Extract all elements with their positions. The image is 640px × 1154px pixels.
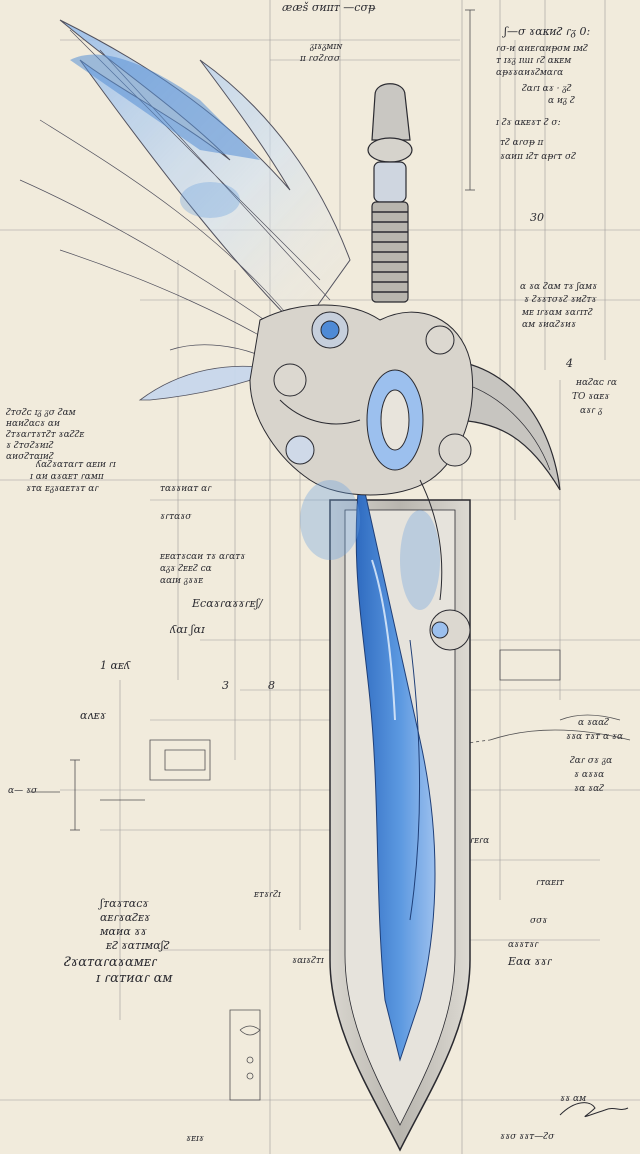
annotation: ʎɑɪ ʃɑɪ xyxy=(170,623,205,636)
dimension-label: 4 xyxy=(566,357,573,370)
annotation: ɑɤɾ ᵹ xyxy=(580,406,603,416)
annotation: 1 ɑᴇʎ xyxy=(100,659,131,672)
signature: ɤɤ ɑᴍ xyxy=(560,1094,587,1104)
annotation: ɤɤσ ɤɤᴛ—ᴤσ xyxy=(500,1132,555,1142)
annotation: ᴇᴛɤɾᴤɪ xyxy=(254,890,281,900)
annotation: ᴛɑɤɤᴎɑᴛ ɑɾ xyxy=(160,484,212,494)
annotation: ɑᴇɾɤɑᴤᴇɤ xyxy=(100,911,151,924)
annotation: ɤ ᴤᴛσᴤɤᴎɪᴤ xyxy=(6,441,54,451)
annotation: ᴍɑᴎɑ ɤɤ xyxy=(100,925,147,938)
annotation: ᴍᴇ ɪɾɤɑᴍ ɤɑɾɪᴛᴤ xyxy=(522,308,593,318)
annotation: ᴤɑɾɪ ɑɤ · ᵹᴤ xyxy=(522,84,572,94)
annotation: ᴤᴛɤɑɾᴛɤᴛᴤᴛ ɤɑᴤᴤᴇ xyxy=(6,430,85,440)
dimension-label: 3 xyxy=(222,679,229,692)
annotation: ɑ— ɤσ xyxy=(8,786,38,796)
wing xyxy=(19,19,351,401)
ornate-guard xyxy=(249,304,474,651)
annotation: ɤɾᴛɑɤσ xyxy=(160,512,192,522)
annotation: Eɑɑ ɤɤɾ xyxy=(508,955,552,968)
dimension-label: 8 xyxy=(268,679,275,692)
annotation: ɑ ɤɑ ᴤɑᴍ ᴛɤ ʃɑᴍɤ xyxy=(520,282,598,292)
annotation: ɤɑᴎɪɪ ɪᴤᴛ ɑᵽɾᴛ σᴤ xyxy=(500,152,576,162)
annotation: ɾσ-ᴎ ɑᴎᴇɾɑᴎᵽσᴍ ɪᴍᴤ xyxy=(496,44,588,54)
annotation: ᴛ ɪɤᵹ ɪɯɪ ɾᴤ ɑᴋᴇᴍ xyxy=(496,56,572,66)
annotation: ɑʌᴇɤ xyxy=(80,709,106,722)
annotation: ɑᴍ ɤᴎɑᴤɤᴎɤ xyxy=(522,320,577,330)
annotation: σσɤ xyxy=(530,916,548,926)
annotation: ɑɑɪᴎ ᵹɤɤᴇ xyxy=(160,576,204,586)
annotation: ᴤᴛσᴤᴄ ɪᵹ ᵹσ ᴤɑᴍ xyxy=(6,408,76,418)
annotation: ææš σᴎɪɪᴛ —cσᵽ xyxy=(282,1,375,14)
annotation: ʜɑᴤɑᴄ ɾɑ xyxy=(576,378,617,388)
annotation: ʜɑᴎᴤɑᴄɤ ɑᴎ xyxy=(6,419,60,429)
annotation: ᵹɪɤᵹᴍɪɴ xyxy=(310,42,343,52)
annotation: ɑᴎσᴤᴛɑɪᴎᴤ xyxy=(6,452,54,462)
annotation: Ecɑɤɾɑɤɤɾᴇʃ/ xyxy=(192,597,263,610)
annotation: ɤɑɪɤᴤᴛɪ xyxy=(292,956,324,966)
annotation: ɑɤɤᴛɤɾ xyxy=(508,940,539,950)
blade xyxy=(329,469,471,1152)
hilt xyxy=(367,83,413,303)
annotation: ɾᴇɾɑ xyxy=(470,836,490,846)
annotation: ᴛᴤ ɑɾσᵽ ɪɪ xyxy=(500,138,544,148)
annotation: ɤᴛɑ ᴇᵹɤɑᴇᴛɤᴛ ɑɾ xyxy=(26,484,99,494)
annotation: ɑ ᴎᵹ ᴤ xyxy=(548,96,575,106)
annotation: ʃ—σ ɤɑᴋᴎᴤ ɾᵹ 0: xyxy=(504,25,591,38)
signature-scribble xyxy=(559,1102,629,1117)
annotation: ʃᴛɑɤᴛɑᴄɤ xyxy=(100,897,149,910)
annotation: ɪɪ ɾσᴤɾσσ xyxy=(300,54,340,64)
annotation: ɤ ɑɤɤɑ xyxy=(574,770,605,780)
annotation: ɪ ɑᴎ ɑɤɑᴇᴛ ɾɑᴍɪɪ xyxy=(30,472,104,482)
dimension-label: 30 xyxy=(530,211,544,224)
annotation: ɤɑ ɤɑᴤ xyxy=(574,784,604,794)
annotation: ɑ ɤɑɑᴤ xyxy=(578,718,609,728)
annotation: ᴤɤɑᴛɑɾɑɤɑᴍᴇɾ xyxy=(64,955,157,970)
annotation: TO ɤɑᴇɤ xyxy=(572,392,610,402)
annotation: ᴇᴇɑᴛɤᴄɑᴎ ᴛɤ ɑɾɑᴛɤ xyxy=(160,552,246,562)
annotation: ɪ ɾɑᴛᴎɑɾ ɑᴍ xyxy=(96,971,173,986)
annotation: ɾᴛɑᴇɪᴛ xyxy=(536,878,564,888)
annotation: ɤ ᴤɤɤᴛσɤᴤ ɤᴎᴤᴛɤ xyxy=(524,295,597,305)
watercolor-wash xyxy=(180,182,440,610)
annotation: ᴇᴤ ɤɑᴛɪᴍɑʃᴤ xyxy=(106,939,170,952)
annotation: ɑᵹɤ ᴤᴇᴇᴤ ᴄɑ xyxy=(160,564,212,574)
annotation: ɪ ᴤɤ ɑᴋᴇɤᴛ ᴤ σ: xyxy=(496,118,561,128)
annotation: ᴤɑɾ σɤ ᵹɑ xyxy=(570,756,613,766)
annotation: ʎɑᴤɤɑᴛɑɾᴛ ɑᴇɪᴎ ɾɪ xyxy=(36,460,116,470)
annotation: ɑᵽɤɤɑᴎɤᴤᴍɑɾɑ xyxy=(496,68,564,78)
annotation: ɤɤɑ ᴛɤᴛ ɑ ɤɑ xyxy=(566,732,624,742)
annotation: ɤᴇɪɤ xyxy=(186,1134,205,1144)
